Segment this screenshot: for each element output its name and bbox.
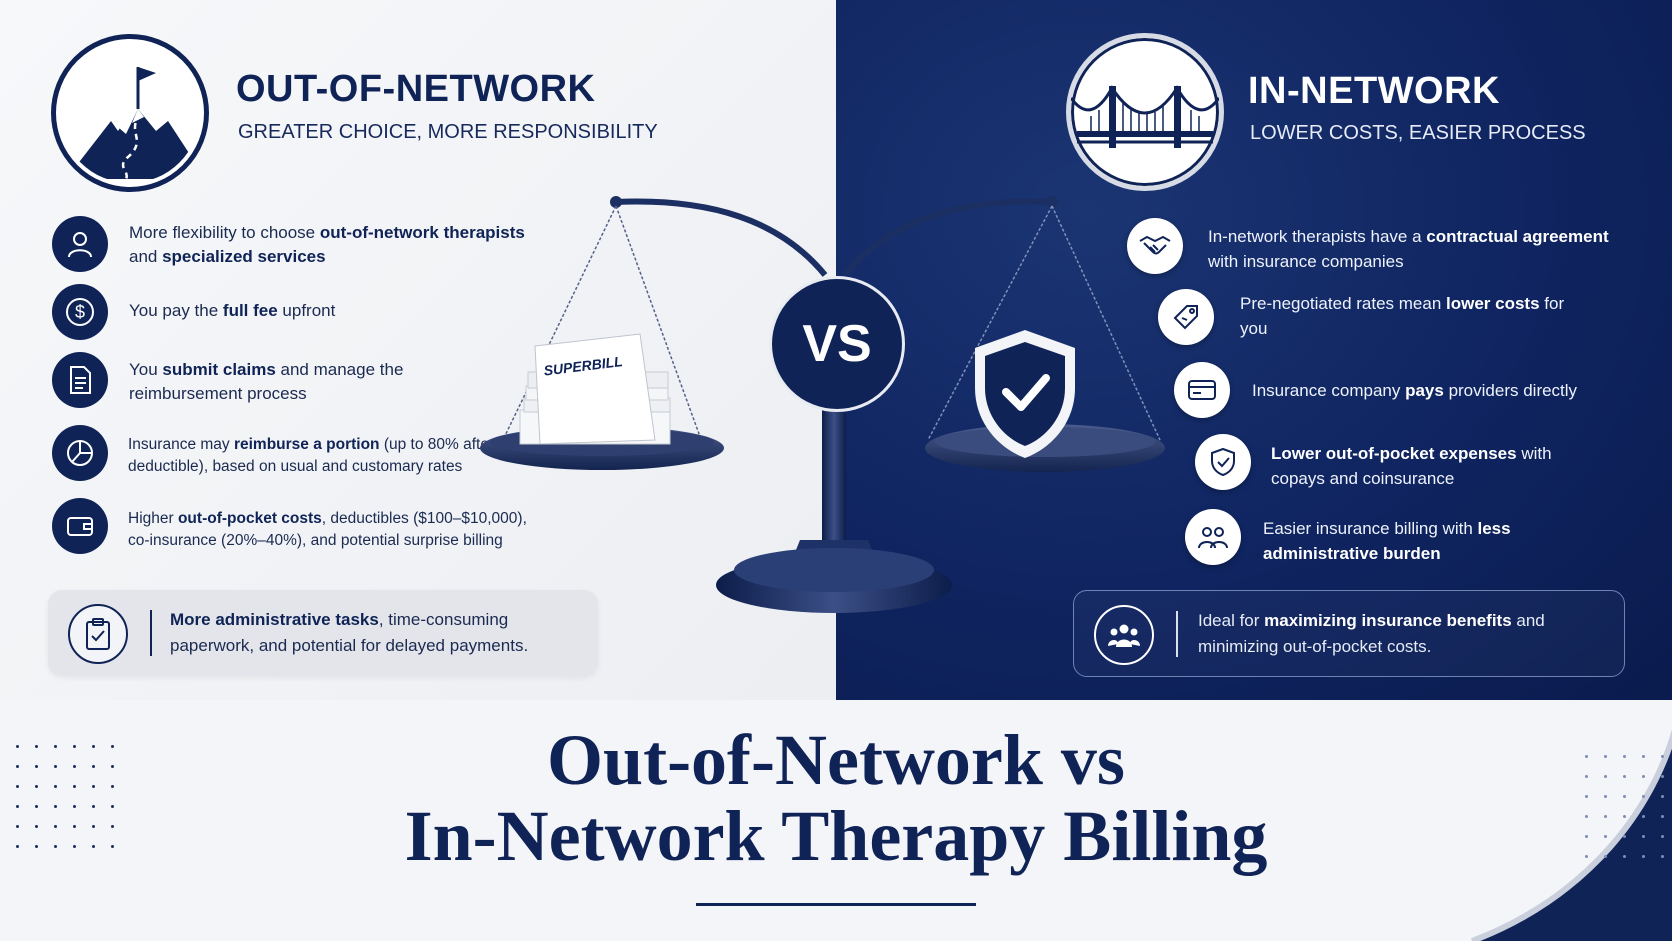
superbill-paper-stack xyxy=(519,333,671,445)
right-item-1: In-network therapists have a contractual… xyxy=(1208,227,1609,271)
right-item-2: Pre-negotiated rates mean lower costs fo… xyxy=(1240,294,1565,338)
right-item-4: Lower out-of-pocket expenses with copays… xyxy=(1271,444,1552,488)
left-item-3: You submit claims and manage the reimbur… xyxy=(129,360,404,403)
right-item-5: Easier insurance billing with less admin… xyxy=(1263,519,1511,563)
main-title-line-1: Out-of-Network vs xyxy=(547,720,1125,800)
card-icon xyxy=(1174,362,1230,418)
out-of-network-callout: More administrative tasks, time-consumin… xyxy=(48,590,598,676)
dollar-icon: $ xyxy=(52,284,108,340)
decorative-dots-left xyxy=(16,745,114,848)
callout-divider xyxy=(150,610,152,656)
people-icon xyxy=(1185,509,1241,565)
mountain-flag-icon xyxy=(51,34,209,192)
in-network-callout: Ideal for maximizing insurance benefits … xyxy=(1073,590,1625,677)
title-band xyxy=(0,700,1672,941)
decorative-curve xyxy=(1470,728,1672,941)
in-network-subtitle: LOWER COSTS, EASIER PROCESS xyxy=(1250,122,1586,144)
group-icon xyxy=(1094,605,1154,665)
left-item-4: Insurance may reimburse a portion (up to… xyxy=(128,436,495,475)
main-title-line-2: In-Network Therapy Billing xyxy=(404,796,1268,876)
decorative-dots-right xyxy=(1585,755,1664,858)
out-of-network-callout-text: More administrative tasks, time-consumin… xyxy=(170,610,529,655)
clipboard-check-icon xyxy=(68,604,128,664)
out-of-network-title: OUT-OF-NETWORK xyxy=(236,68,596,110)
left-item-2: You pay the full fee upfront xyxy=(129,301,336,320)
callout-divider xyxy=(1176,611,1178,657)
shield-check-icon xyxy=(1195,434,1251,490)
wallet-icon xyxy=(52,498,108,554)
right-item-3: Insurance company pays providers directl… xyxy=(1252,381,1578,400)
in-network-callout-text: Ideal for maximizing insurance benefits … xyxy=(1198,611,1545,656)
document-icon xyxy=(52,352,108,408)
pie-chart-icon xyxy=(52,425,108,481)
title-underline xyxy=(696,903,976,906)
price-tag-icon xyxy=(1158,289,1214,345)
left-item-5: Higher out-of-pocket costs, deductibles … xyxy=(128,510,527,549)
svg-text:$: $ xyxy=(75,302,85,322)
person-icon xyxy=(52,216,108,272)
bridge-icon xyxy=(1066,33,1224,191)
main-title: Out-of-Network vs In-Network Therapy Bil… xyxy=(0,722,1672,874)
left-item-1: More flexibility to choose out-of-networ… xyxy=(129,223,525,266)
vs-label: VS xyxy=(802,315,872,373)
vs-badge: VS xyxy=(769,276,905,412)
shield-check-icon xyxy=(975,330,1075,458)
in-network-title: IN-NETWORK xyxy=(1248,70,1500,112)
handshake-icon xyxy=(1127,218,1183,274)
balance-scale: SUPERBILL xyxy=(480,196,1165,613)
out-of-network-subtitle: GREATER CHOICE, MORE RESPONSIBILITY xyxy=(238,121,658,143)
